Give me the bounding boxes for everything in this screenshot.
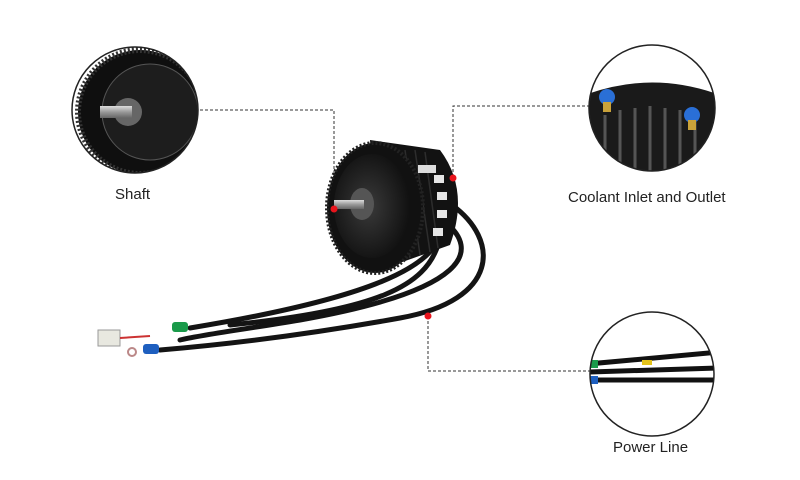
shaft-inset bbox=[72, 47, 198, 173]
motor bbox=[325, 140, 458, 275]
coolant-inset bbox=[589, 45, 715, 171]
coolant-marker bbox=[449, 174, 457, 182]
power-marker bbox=[424, 312, 432, 320]
connectors bbox=[97, 322, 188, 357]
power-inset bbox=[590, 312, 714, 436]
shaft-leader bbox=[200, 109, 335, 209]
coolant-label: Coolant Inlet and Outlet bbox=[568, 189, 726, 206]
coolant-leader bbox=[452, 105, 590, 178]
power-line-label: Power Line bbox=[613, 439, 689, 456]
power-leader bbox=[427, 316, 591, 372]
shaft-label: Shaft bbox=[115, 186, 151, 203]
shaft-marker bbox=[330, 205, 338, 213]
